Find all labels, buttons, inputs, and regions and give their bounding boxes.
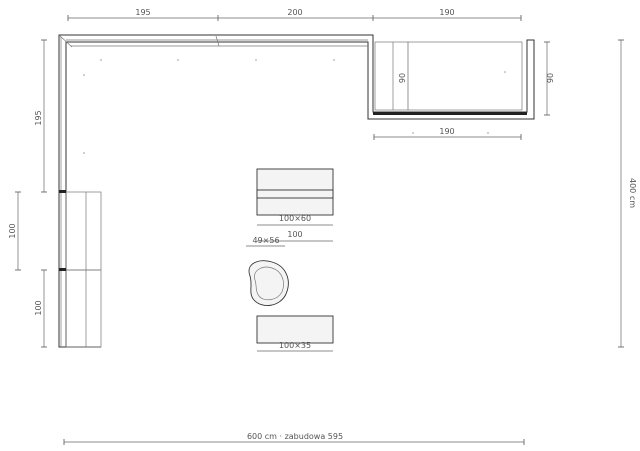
dim-label-left-upper: 195 xyxy=(34,110,43,125)
cushion-dot xyxy=(100,59,102,61)
sectional-sofa xyxy=(58,34,535,348)
dim-marker xyxy=(412,132,414,134)
module-joint-upper xyxy=(59,190,66,193)
module-joint-lower xyxy=(59,268,66,271)
dimension-chaise-depth xyxy=(407,41,550,116)
dimension-chaise-width xyxy=(373,132,522,140)
dim-marker xyxy=(487,132,489,134)
cushion-dot xyxy=(333,59,335,61)
cushion-dot xyxy=(83,152,85,154)
dim-label-overall-height: 400 cm xyxy=(628,178,637,208)
cushion-dot xyxy=(177,59,179,61)
dim-label-top-right: 190 xyxy=(439,8,454,17)
dim-label-top-middle: 200 xyxy=(287,8,302,17)
dim-label-chaise-width: 190 xyxy=(439,127,454,136)
ottoman-small xyxy=(256,315,334,344)
left-module-lower xyxy=(65,269,102,348)
dim-label-chaise-inner: 90 xyxy=(398,73,407,83)
dim-label-overall-width: 600 cm · zabudowa 595 xyxy=(247,432,343,441)
left-module-upper xyxy=(65,191,102,271)
dim-label-left-middle: 100 xyxy=(8,223,17,238)
ottoman-large xyxy=(256,168,334,216)
chaise-base-shadow xyxy=(373,112,527,115)
ottoman-large-width-label: 100 xyxy=(287,230,302,239)
ottoman-small-size-label: 100×35 xyxy=(279,341,311,350)
dimension-overall-height xyxy=(618,39,624,348)
corner-seam-left xyxy=(58,34,73,48)
pouf-inner xyxy=(254,266,284,301)
ottoman-large-size-label: 100×60 xyxy=(279,214,311,223)
cushion-dot xyxy=(83,74,85,76)
pouf-size-label: 49×56 xyxy=(252,236,279,245)
dim-label-left-lower: 100 xyxy=(34,300,43,315)
dimension-left xyxy=(15,39,47,348)
module-seam-top xyxy=(215,35,220,47)
ottoman-large-cushion xyxy=(256,189,334,199)
dim-label-top-left: 195 xyxy=(135,8,150,17)
dim-label-chaise-outer: 90 xyxy=(546,73,555,83)
dimension-overall-width xyxy=(63,439,525,445)
dimension-top xyxy=(67,15,522,21)
cushion-dot xyxy=(504,71,506,73)
chaise-seat xyxy=(374,41,523,111)
pouf xyxy=(248,260,289,306)
cushion-dot xyxy=(255,59,257,61)
